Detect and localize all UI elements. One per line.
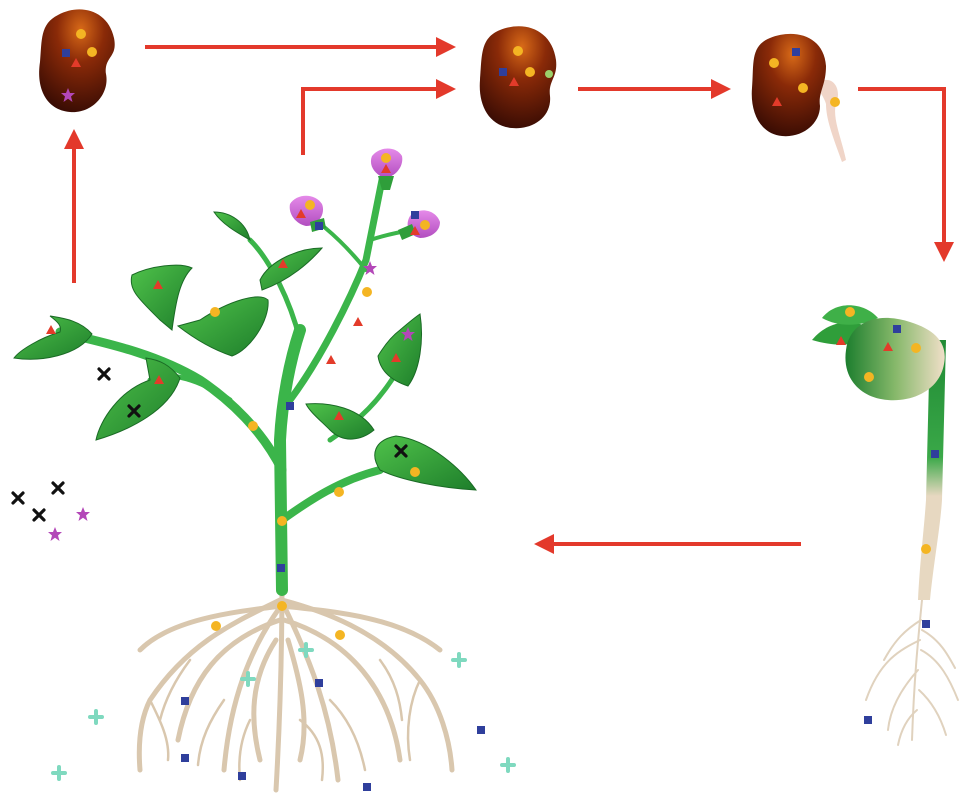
leaf [306,404,374,439]
seedling-roots [866,600,958,745]
arrow-plant-to-seed [303,89,452,155]
imbibed-seed-stage [480,26,557,128]
seed-stage [39,9,115,112]
germinating-seed-stage [752,34,846,162]
plant-flowers [290,149,440,241]
leaf [260,248,322,290]
leaf [178,297,268,356]
mature-plant-stage [13,149,514,792]
bean-seed-cracked [752,34,826,136]
leaf [214,212,250,240]
leaf [378,314,422,386]
plant-stems [60,180,412,590]
arrow-germinating-to-seedling [858,89,944,258]
radicle [818,80,846,162]
leaf [375,436,476,490]
seedling-stage [812,305,958,745]
bean-seed-swollen [480,26,557,128]
plant-markers [46,153,485,791]
leaf [14,316,92,359]
plant-leaves [14,212,476,490]
leaf [131,265,192,330]
